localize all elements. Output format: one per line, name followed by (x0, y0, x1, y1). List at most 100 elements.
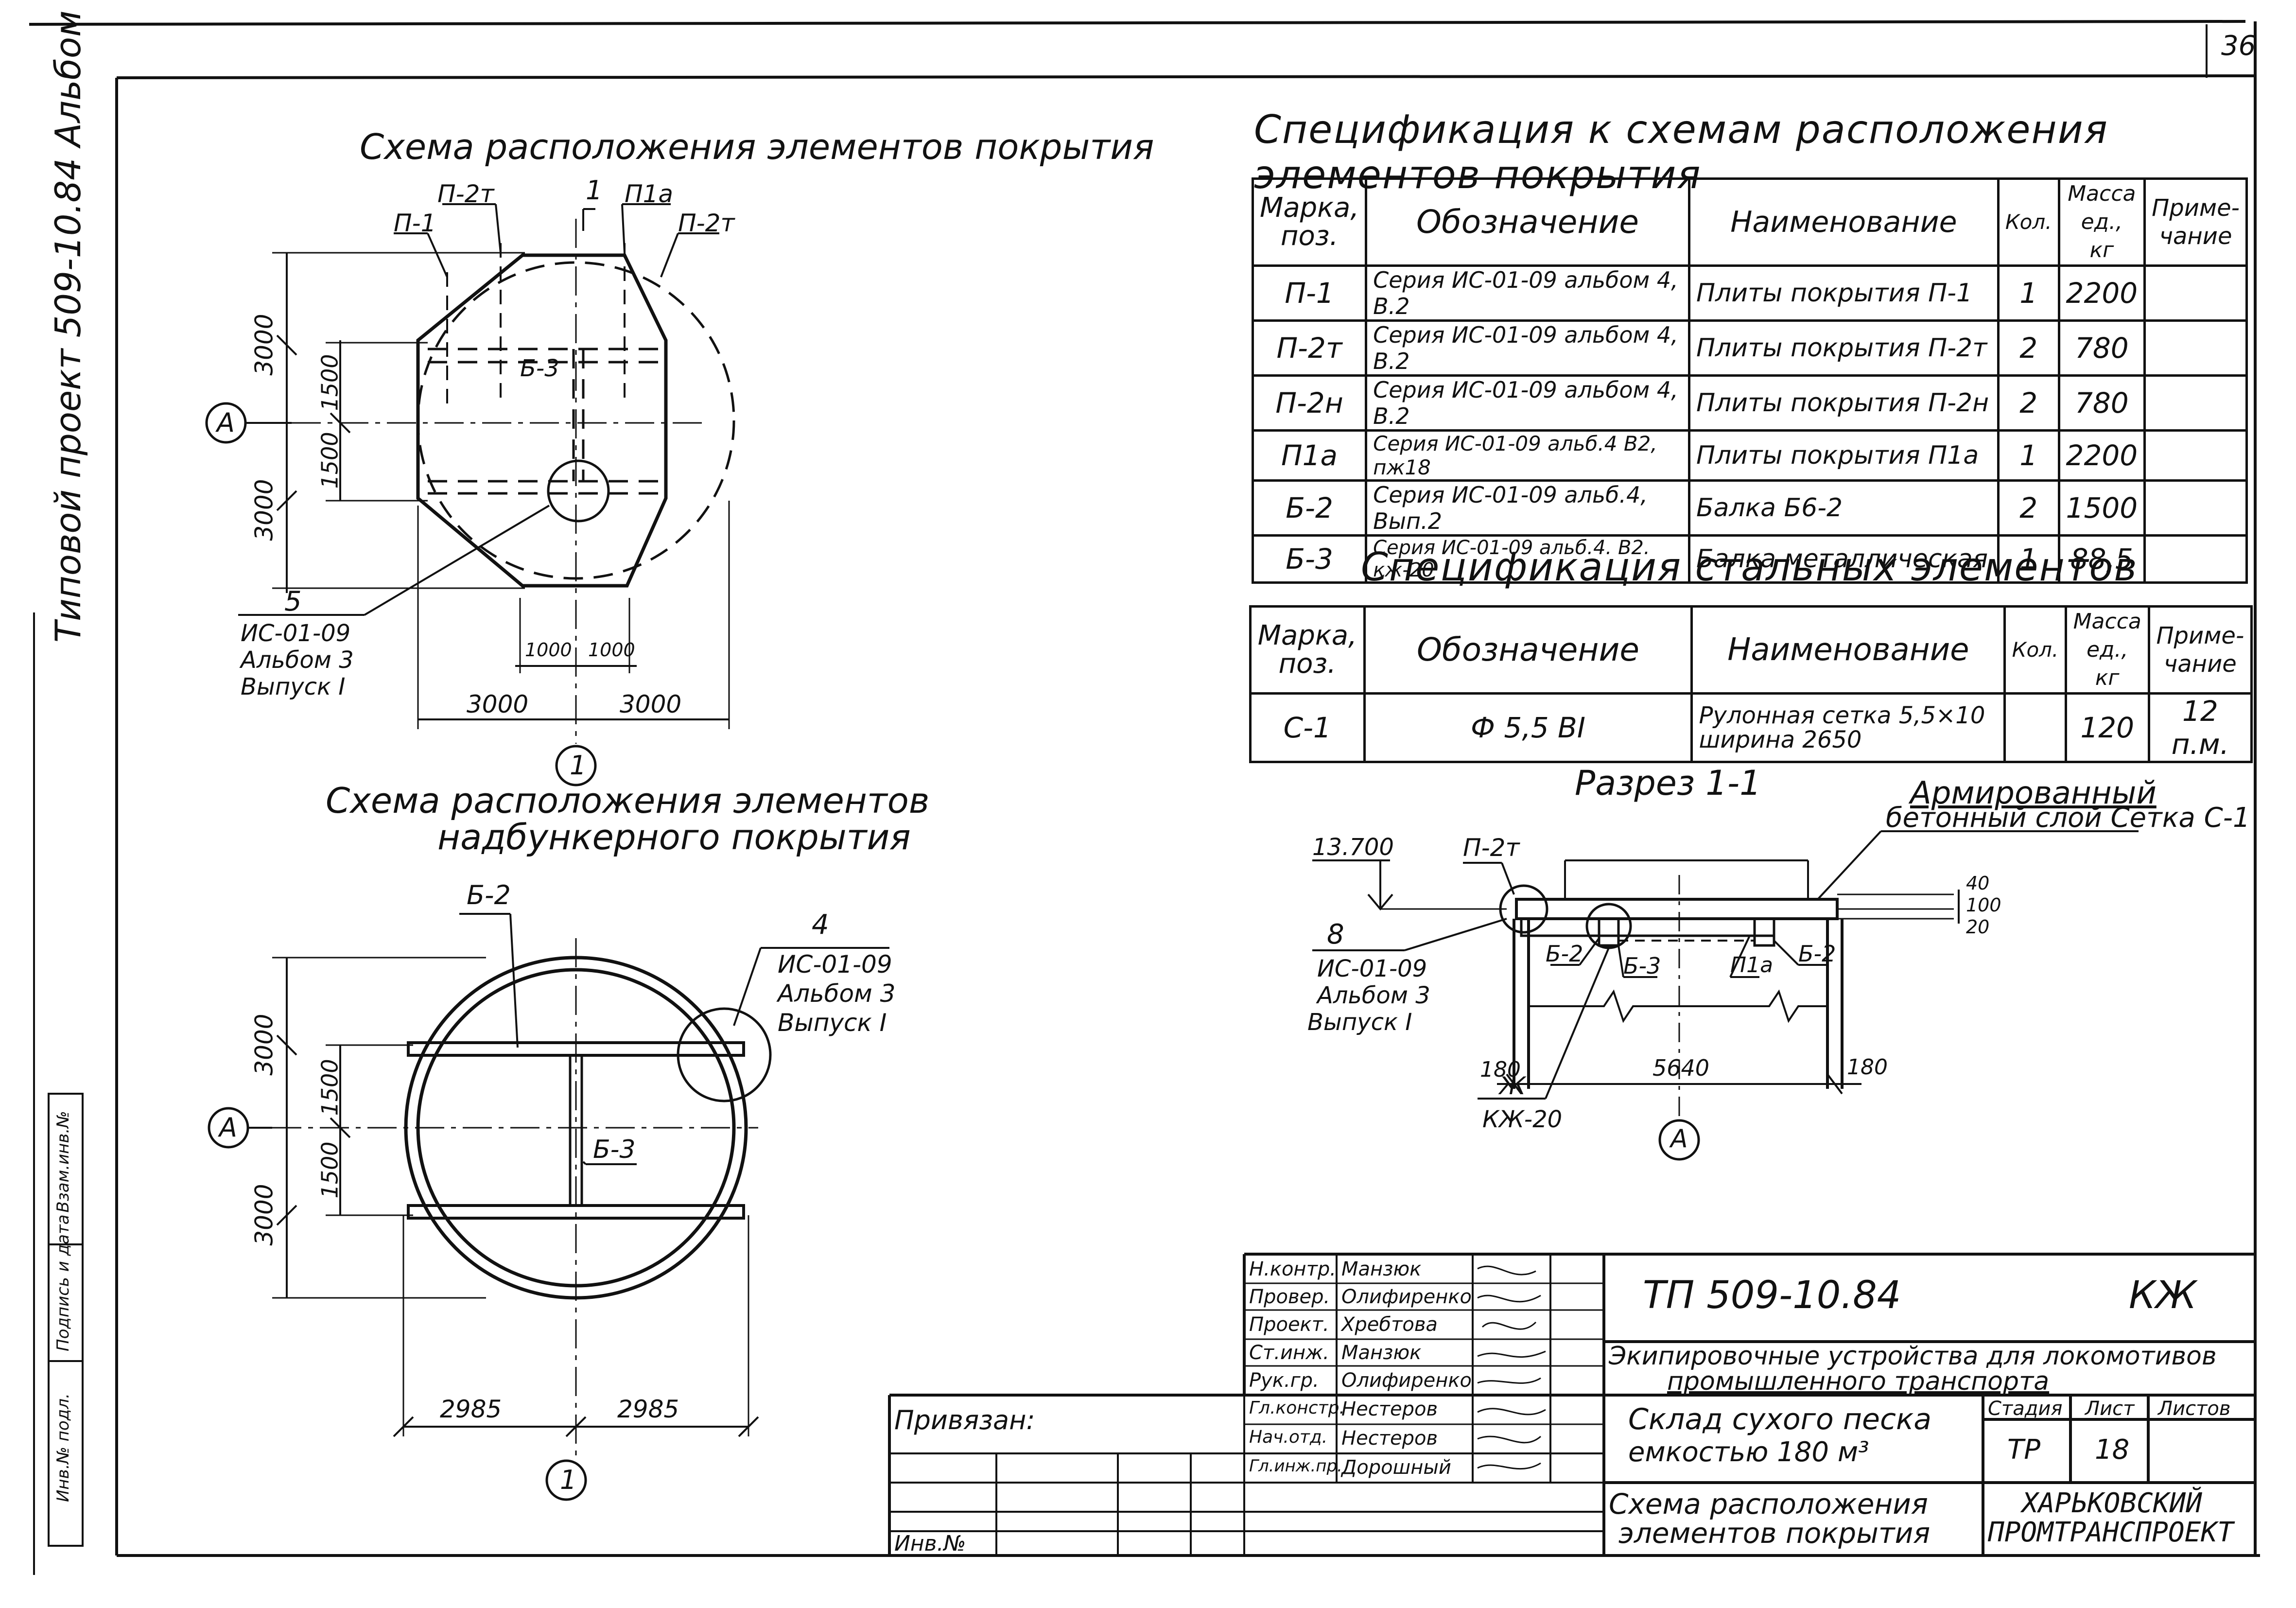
tb-drawing-line2: элементов покрытия (1618, 1517, 1931, 1550)
title-block-linework (888, 1253, 2255, 1556)
spec2-cell: С-1 (1249, 692, 1366, 763)
tb-role: Гл.констр. (1249, 1398, 1345, 1418)
spec2-header-qty: Кол. (2003, 605, 2067, 695)
spec1-cell: 2 (1997, 479, 2060, 537)
tb-inv: Инв.№ (894, 1531, 966, 1556)
spec2-cell: 12 п.м. (2147, 692, 2253, 763)
spec2-cell: Ф 5,5 ВI (1363, 692, 1693, 763)
section-callout-num: 8 (1327, 919, 1344, 950)
spec1-cell (2143, 264, 2248, 322)
section-dim-180-left: 180 (1480, 1057, 1521, 1082)
plan1-dim-v2: 1500 (316, 354, 343, 411)
plan2-callout-line2: Альбом 3 (778, 979, 896, 1008)
tb-role: Нач.отд. (1249, 1427, 1328, 1447)
spec1-header-qty: Кол. (1997, 177, 2060, 267)
spec1-cell (2143, 534, 2248, 584)
tb-role: Ст.инж. (1249, 1342, 1329, 1364)
tb-stage-label: Стадия (1988, 1398, 2063, 1420)
plan1-dim-h1: 1000 (525, 639, 572, 661)
spec1-cell: 2200 (2057, 264, 2146, 322)
tb-name: Нестеров (1341, 1398, 1438, 1420)
section-layer-40: 40 (1966, 873, 1990, 894)
tb-code: ТП 509-10.84 (1643, 1274, 1901, 1317)
spec2-title: Спецификация стальных элементов (1361, 544, 2138, 590)
plan2-title-line1: Схема расположения элементов (326, 780, 930, 821)
plan2-dim-h1: 2985 (440, 1395, 502, 1423)
tb-role: Проект. (1249, 1313, 1329, 1336)
side-stamp-3: Инв.№ подл. (53, 1393, 73, 1502)
spec1-cell: 2 (1997, 374, 2060, 432)
plan1-dim-v3: 1500 (316, 432, 343, 489)
plan1-axis-a: А (217, 407, 235, 438)
tb-role: Гл.инж.пр. (1249, 1456, 1342, 1476)
table-row: П-2т Серия ИС-01-09 альбом 4, В.2 Плиты … (1251, 319, 2248, 377)
spec1-cell: П-1 (1251, 264, 1368, 322)
section-dim-5640: 5640 (1652, 1055, 1710, 1081)
spec1-cell: Серия ИС-01-09 альб.4 В2, пж18 (1365, 429, 1690, 482)
tb-name: Олифиренко (1341, 1286, 1472, 1308)
spec1-cell: Плиты покрытия П-2т (1687, 319, 2000, 377)
plan1-label-p2t-right: П-2т (678, 209, 735, 237)
table-row: П-2н Серия ИС-01-09 альбом 4, В.2 Плиты … (1251, 374, 2248, 432)
spec1-cell (2143, 429, 2248, 482)
spec1-cell: Серия ИС-01-09 альбом 4, В.2 (1365, 374, 1690, 432)
spec1-cell: Плиты покрытия П-1 (1687, 264, 2000, 322)
plan1-label-p1: П-1 (394, 209, 436, 237)
section-node-ref: КЖ-20 (1482, 1106, 1563, 1133)
section-layer-100: 100 (1966, 894, 2001, 916)
section-linework (1312, 830, 2139, 1161)
plan1-callout-line3: Выпуск I (241, 673, 346, 700)
spec1-table: Марка, поз. Обозначение Наименование Кол… (1251, 177, 2248, 584)
spec1-cell (2143, 374, 2248, 432)
plan1-label-p2t-left: П-2т (437, 180, 494, 208)
plan2-dim-h2: 2985 (617, 1395, 679, 1423)
tb-sheets-label: Листов (2158, 1398, 2231, 1420)
spec1-cell: Серия ИС-01-09 альб.4. В2. кж-20 (1365, 534, 1690, 584)
spec1-cell: Балка металлическая (1687, 534, 2000, 584)
spec1-cell: 1 (1997, 429, 2060, 482)
spec1-header-mass: Масса ед., кг (2057, 177, 2146, 267)
plan2-dim-v2: 1500 (316, 1059, 343, 1116)
sheet-number: 36 (2221, 30, 2256, 62)
section-axis-a: А (1670, 1124, 1688, 1154)
plan1-dim-h4: 3000 (620, 690, 682, 718)
table-row: С-1 Ф 5,5 ВI Рулонная сетка 5,5×10 ширин… (1249, 692, 2253, 763)
plan2-label-b3: Б-3 (593, 1135, 636, 1164)
spec1-header-name: Наименование (1687, 177, 2000, 267)
spec1-header-row: Марка, поз. Обозначение Наименование Кол… (1251, 177, 2248, 267)
tb-name: Олифиренко (1341, 1369, 1472, 1392)
spec2-header-designation: Обозначение (1363, 605, 1693, 695)
tb-sheet-label: Лист (2085, 1398, 2135, 1420)
tb-privyazan: Привязан: (894, 1405, 1035, 1435)
section-label-p1a: П1а (1730, 953, 1774, 978)
plan2-linework (208, 913, 889, 1501)
spec1-cell: 2200 (2057, 429, 2146, 482)
section-node: Ж (1499, 1072, 1526, 1100)
tb-role: Н.контр. (1249, 1258, 1336, 1280)
plan1-dim-h2: 1000 (588, 639, 635, 661)
tb-role: Рук.гр. (1249, 1369, 1319, 1392)
tb-name: Дорошный (1341, 1456, 1451, 1479)
spec1-cell: 1 (1997, 534, 2060, 584)
plan1-label-section: 1 (586, 175, 603, 206)
side-stamp-2: Подпись и дата (53, 1214, 73, 1351)
plan1-callout-num: 5 (284, 586, 302, 617)
tb-org-line2: ПРОМТРАНСПРОЕКТ (1988, 1517, 2234, 1548)
side-project-label: Типовой проект 509-10.84 Альбом I (48, 0, 88, 643)
section-callout-line1: ИС-01-09 (1317, 955, 1427, 982)
plan2-axis-a: А (219, 1112, 237, 1143)
spec1-cell: Б-3 (1251, 534, 1368, 584)
plan1-dim-h3: 3000 (467, 690, 529, 718)
section-note-line1: Армированный (1910, 775, 2157, 811)
plan1-callout-line1: ИС-01-09 (241, 620, 351, 647)
side-stamp-1: Взам.инв.№ (53, 1111, 73, 1213)
tb-project-line2: промышленного транспорта (1667, 1367, 2050, 1396)
spec2-header-mark: Марка, поз. (1249, 605, 1366, 695)
spec1-cell: 1500 (2057, 479, 2146, 537)
spec2-header-note: Приме-чание (2147, 605, 2253, 695)
spec1-cell: П-2н (1251, 374, 1368, 432)
spec2-cell (2003, 692, 2067, 763)
plan1-callout-line2: Альбом 3 (241, 647, 354, 674)
plan2-dim-v1: 3000 (250, 1014, 278, 1076)
